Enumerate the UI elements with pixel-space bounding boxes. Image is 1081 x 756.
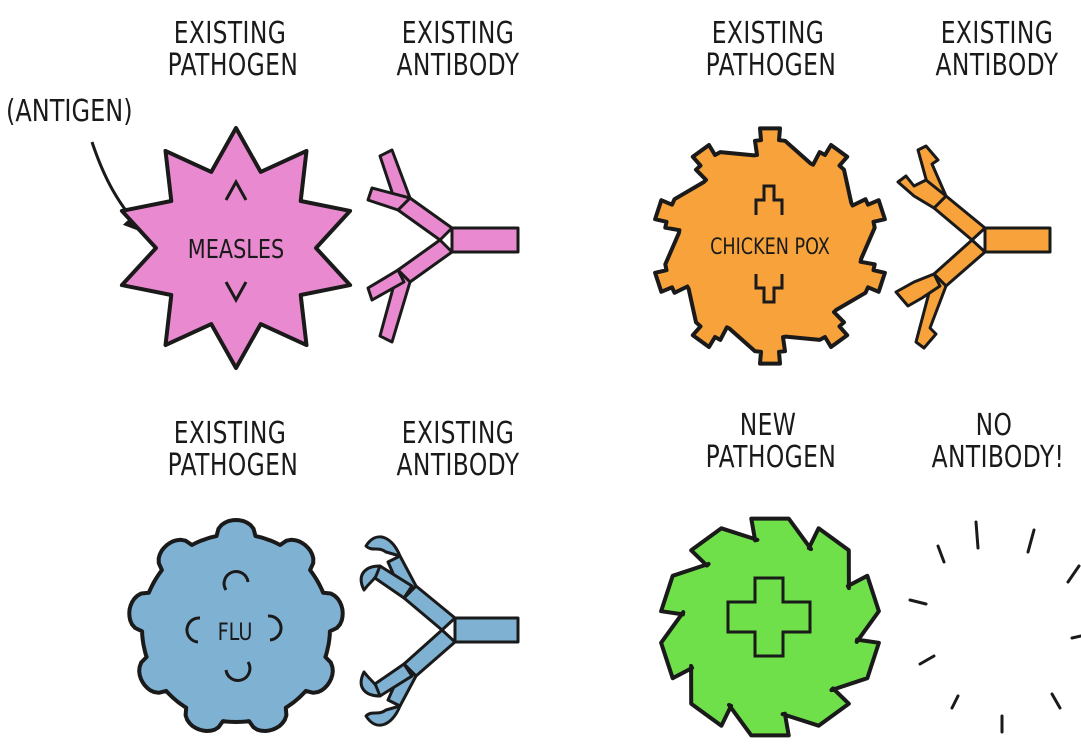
measles-antibody	[368, 150, 518, 342]
measles-name: MEASLES	[188, 234, 284, 265]
measles-pathogen: MEASLES	[122, 128, 350, 368]
flu-name: FLU	[218, 619, 253, 647]
no-antibody-rays	[910, 522, 1081, 732]
chickenpox-pathogen: CHICKEN POX	[655, 128, 885, 363]
new-pathogen-body	[661, 519, 879, 736]
chickenpox-name: CHICKEN POX	[710, 234, 830, 259]
new-pathogen	[661, 519, 879, 736]
chickenpox-antibody	[896, 146, 1050, 348]
flu-antibody	[361, 537, 518, 725]
flu-pathogen: FLU	[129, 520, 342, 731]
